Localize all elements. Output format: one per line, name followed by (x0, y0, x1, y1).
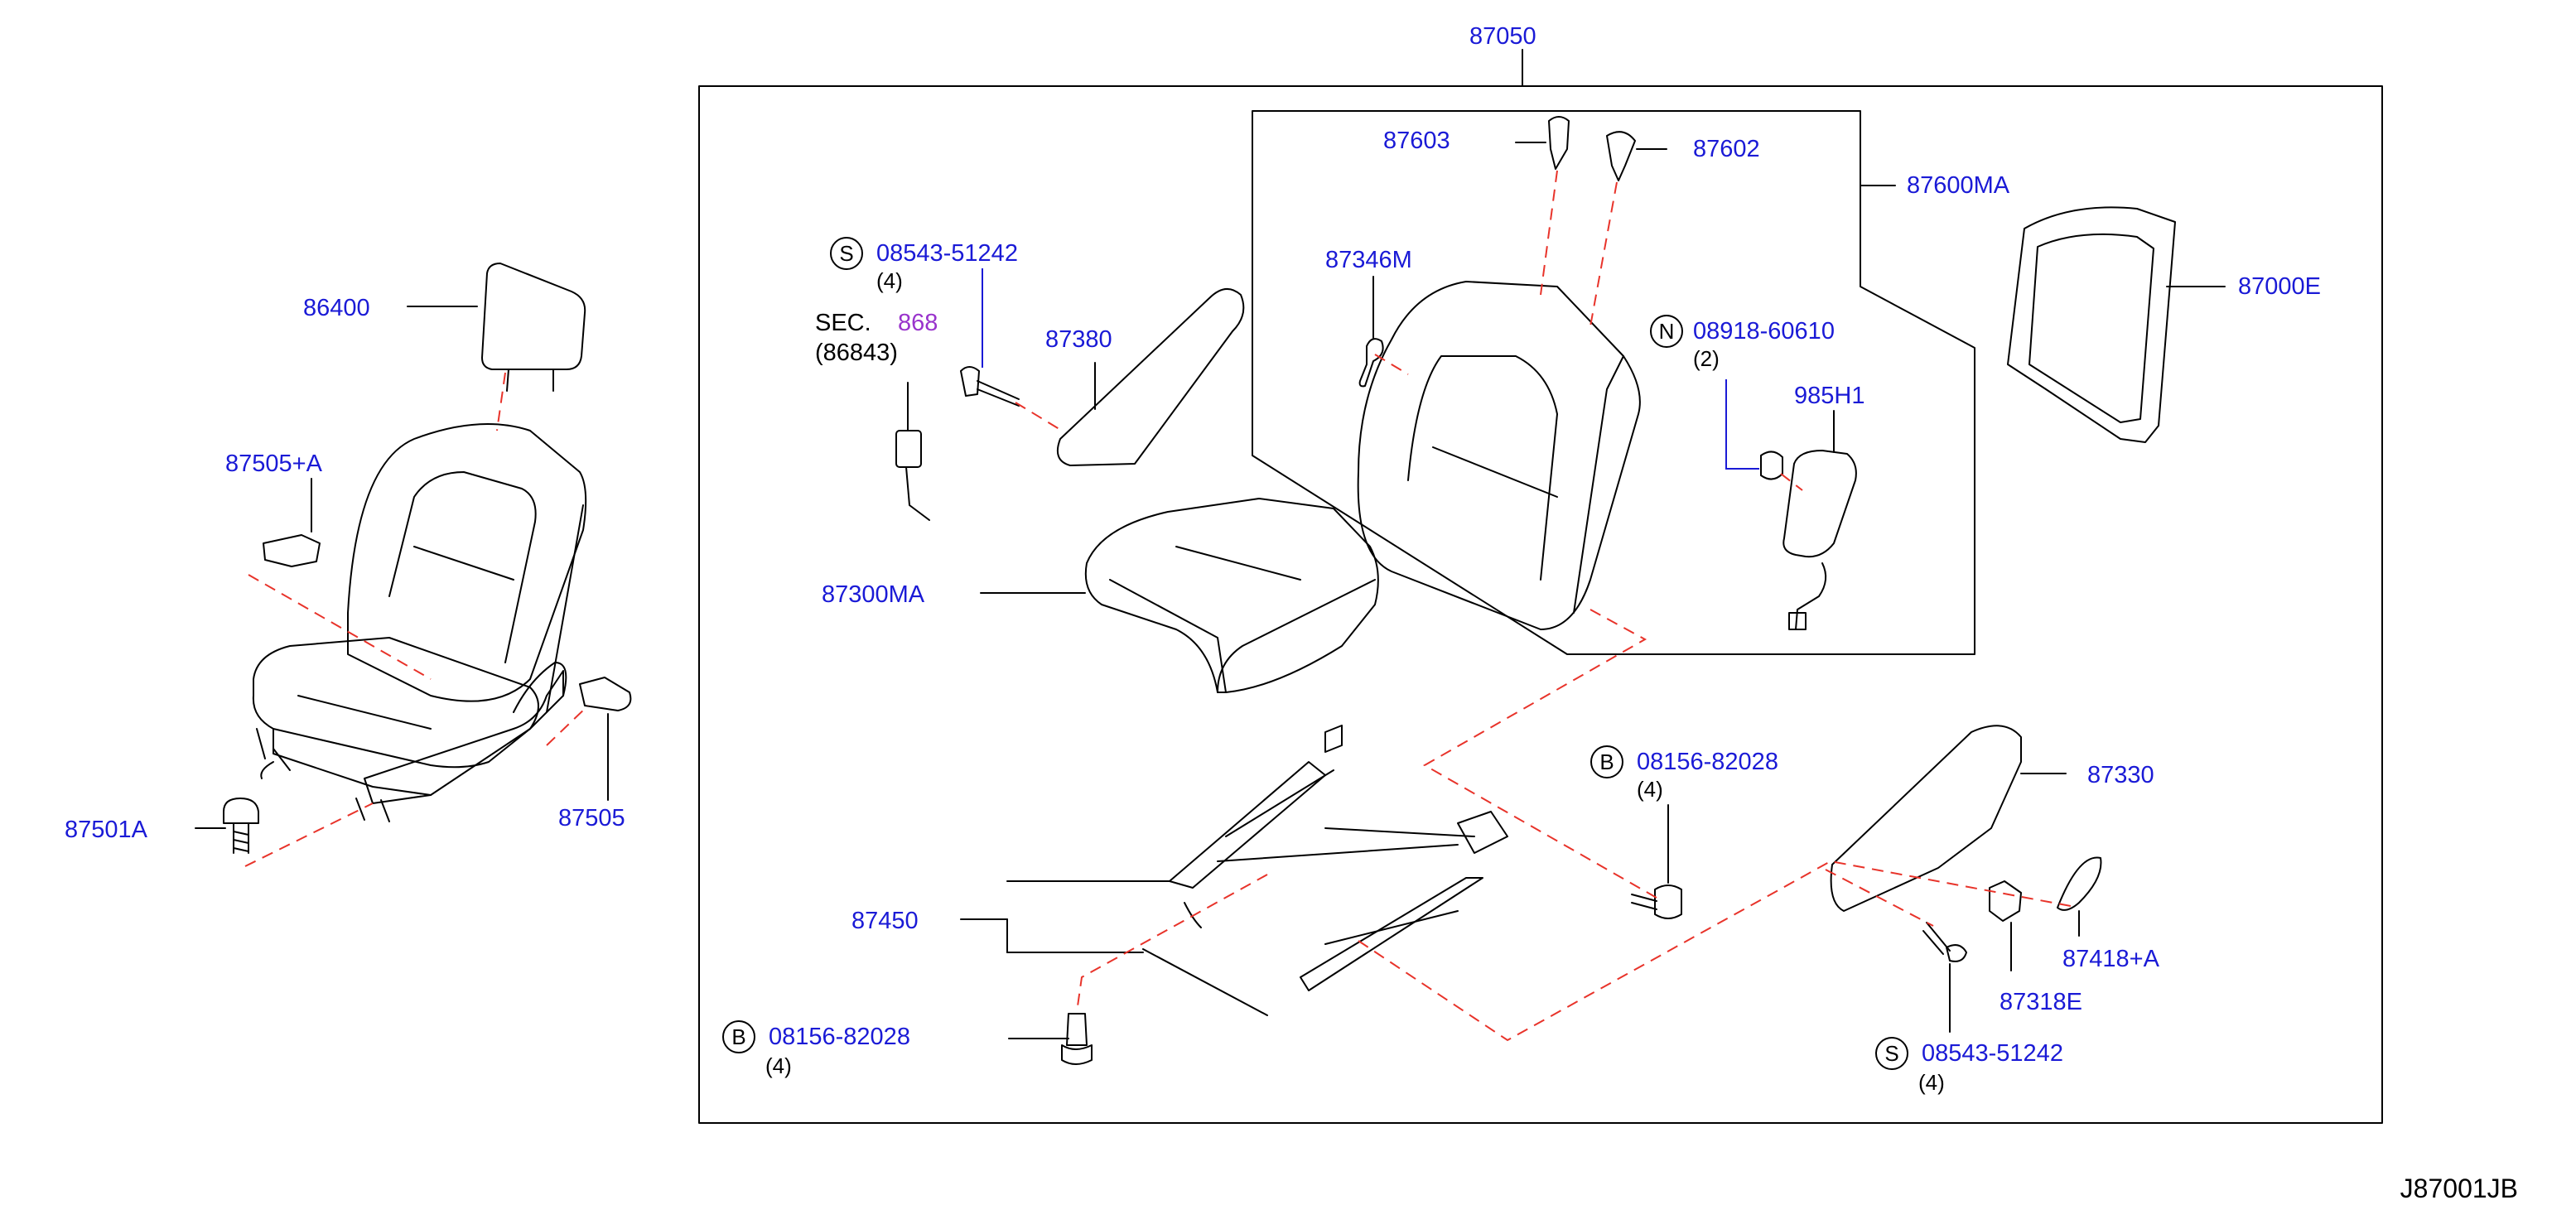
label-87330: 87330 (2087, 762, 2154, 788)
label-87380: 87380 (1045, 326, 1112, 353)
dash-87603 (1540, 170, 1558, 296)
part-87600MA-drawing (1357, 281, 1641, 630)
complete-seat-illustration (252, 263, 587, 822)
part-87318E-drawing (1989, 880, 2022, 922)
section-subref: (86843) (815, 340, 898, 366)
part-985H1-drawing (1782, 450, 1857, 630)
fastener-qty-b-mid: (4) (1637, 777, 1663, 802)
backrest-subassembly-frame (1252, 110, 1975, 655)
fastener-badge-n: N (1650, 315, 1683, 348)
part-87501A-drawing (223, 798, 259, 854)
fastener-qty-b-left: (4) (765, 1053, 792, 1078)
label-87505: 87505 (558, 805, 625, 831)
section-number-link[interactable]: 868 (898, 310, 938, 336)
part-87418A-drawing (2057, 856, 2102, 911)
label-87603: 87603 (1383, 128, 1450, 154)
fastener-part-s-bottom: 08543-51242 (1922, 1040, 2063, 1067)
dash-87346M (1374, 354, 1409, 375)
part-87603-drawing (1548, 116, 1570, 170)
part-87450-drawing (1142, 725, 1508, 1016)
fastener-badge-b-left: B (722, 1020, 755, 1053)
label-87000E: 87000E (2238, 273, 2321, 300)
screw-top-drawing (960, 366, 1020, 407)
label-87318E: 87318E (2000, 989, 2082, 1015)
fastener-part-b-mid: 08156-82028 (1637, 749, 1778, 775)
part-87380-drawing (1057, 288, 1245, 466)
fastener-badge-s: S (830, 237, 863, 270)
label-86400: 86400 (303, 295, 370, 321)
leader-n-bolt (1725, 379, 1759, 470)
label-87505A: 87505+A (225, 451, 322, 477)
label-87602: 87602 (1693, 136, 1760, 162)
diagram-reference-code: J87001JB (2400, 1174, 2518, 1203)
label-87418A: 87418+A (2062, 946, 2159, 972)
fastener-qty-s-bottom: (4) (1918, 1070, 1945, 1095)
fastener-badge-b-mid: B (1590, 745, 1623, 778)
dash-frame-left-bolt (1076, 874, 1268, 1013)
dash-backrest-frame (1422, 609, 1657, 899)
dash-87505A (248, 574, 432, 680)
bolt-mid-drawing (1631, 884, 1682, 919)
fastener-badge-s-bottom: S (1875, 1037, 1908, 1070)
bolt-left-drawing (1061, 1013, 1093, 1065)
screw-bottom-drawing (1922, 922, 1967, 962)
dash-87505 (546, 705, 589, 746)
part-87602-drawing (1606, 131, 1636, 181)
section-prefix: SEC. (815, 310, 871, 336)
dash-n-bolt (1780, 473, 1803, 491)
label-87600MA: 87600MA (1907, 172, 2010, 199)
label-985H1: 985H1 (1794, 383, 1865, 409)
part-87000E-drawing (2007, 206, 2176, 443)
nut-drawing (1760, 451, 1783, 480)
label-87450: 87450 (851, 908, 919, 934)
label-87346M: 87346M (1325, 247, 1412, 273)
assembly-frame-87050 (698, 85, 2383, 1124)
dash-87602 (1589, 181, 1618, 327)
seat-belt-buckle-drawing (895, 430, 930, 521)
dash-headrest (496, 372, 506, 431)
fastener-qty-s-top: (4) (876, 268, 903, 293)
fastener-qty-n: (2) (1693, 346, 1720, 371)
part-87346M-drawing (1358, 338, 1384, 388)
fastener-part-s-top: 08543-51242 (876, 240, 1018, 267)
label-87050: 87050 (1469, 23, 1536, 50)
dash-87501A (244, 802, 374, 867)
fastener-part-n: 08918-60610 (1693, 318, 1835, 345)
part-87300MA-drawing (1084, 498, 1379, 693)
part-87505-drawing (579, 677, 632, 711)
label-87501A: 87501A (65, 817, 147, 843)
dash-screw-top (1015, 402, 1063, 431)
fastener-part-b-left: 08156-82028 (769, 1024, 910, 1050)
dash-frame-87330 (1358, 860, 2072, 1042)
label-87300MA: 87300MA (822, 581, 925, 608)
part-87330-drawing (1830, 725, 2022, 912)
dash-screw-bottom (1825, 869, 1934, 927)
part-87505A-drawing (263, 534, 321, 567)
